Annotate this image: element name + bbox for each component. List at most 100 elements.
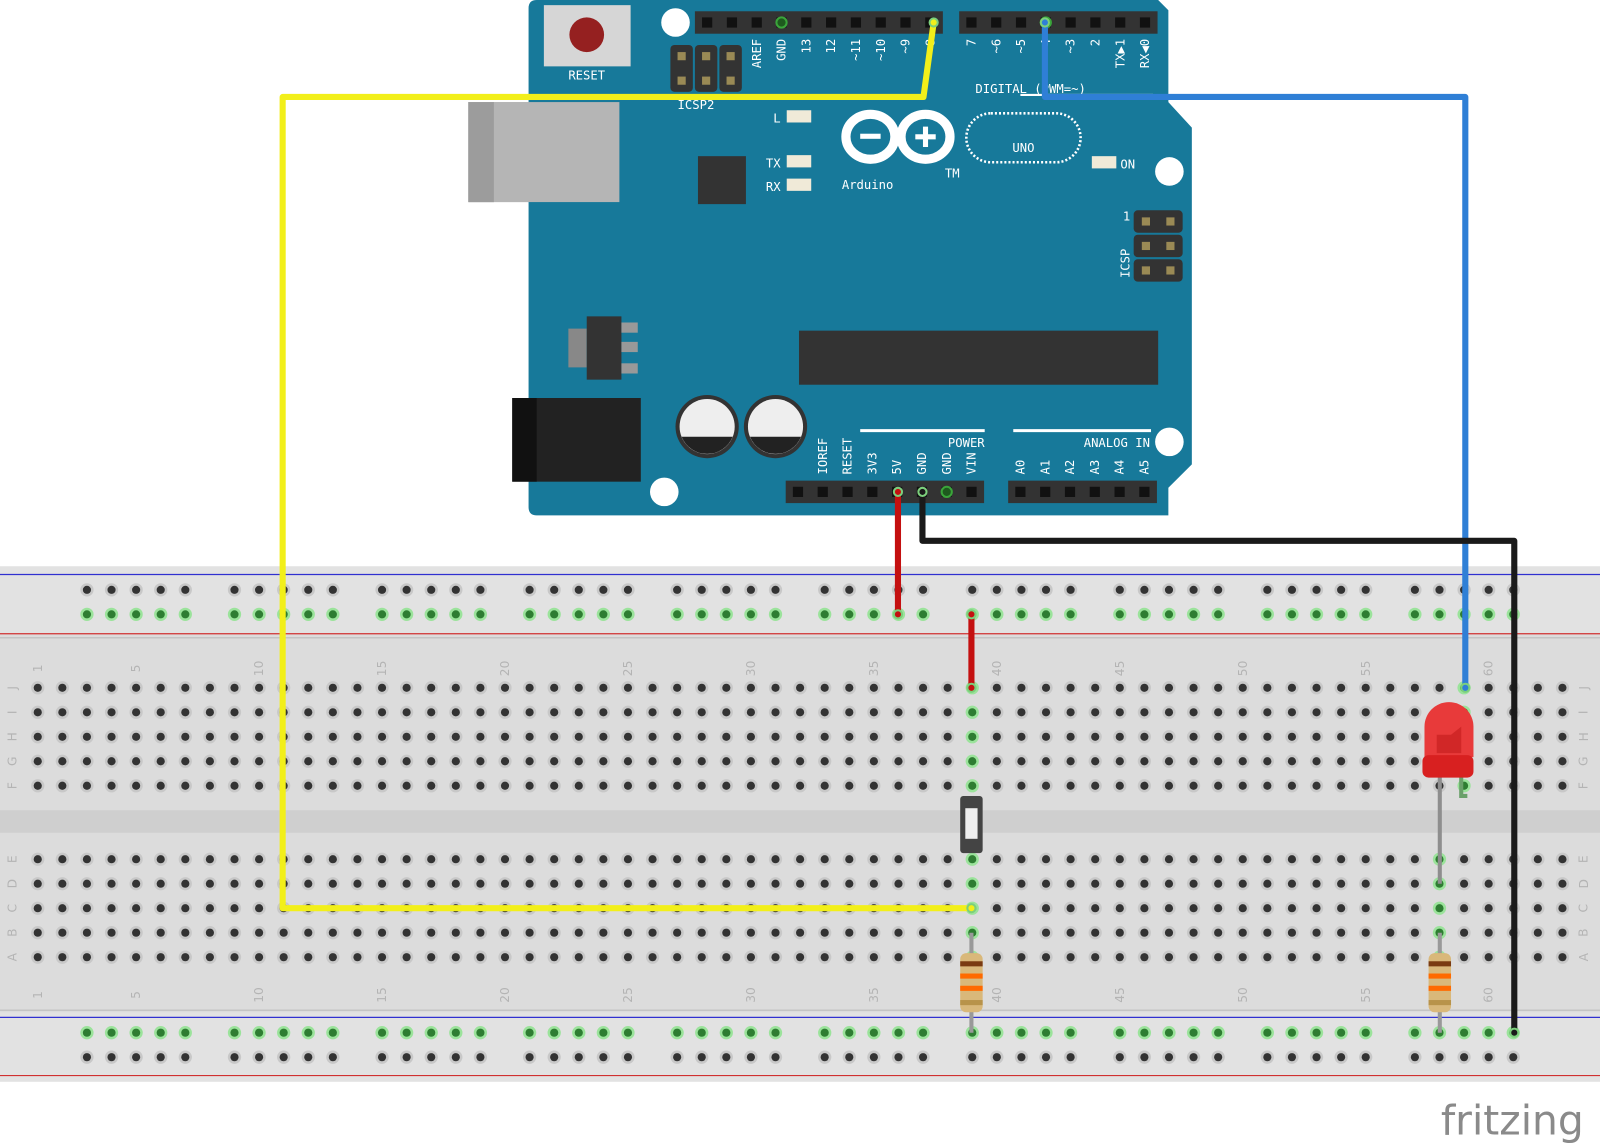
hole[interactable] [771,708,780,717]
hole[interactable] [230,781,239,790]
hole[interactable] [58,708,67,717]
hole[interactable] [845,708,854,717]
hole[interactable] [1140,953,1149,962]
hole[interactable] [377,610,387,619]
hole[interactable] [894,708,903,717]
hole[interactable] [353,879,362,888]
header-pin[interactable] [1090,17,1101,28]
hole[interactable] [1214,904,1223,913]
hole[interactable] [1337,953,1346,962]
hole[interactable] [1214,732,1223,741]
hole[interactable] [1558,928,1567,937]
hole[interactable] [1140,732,1149,741]
hole[interactable] [304,757,313,766]
header-pin[interactable] [1015,17,1027,28]
hole[interactable] [1164,904,1174,913]
reset-button-cap[interactable] [569,17,605,53]
hole[interactable] [500,928,510,937]
hole[interactable] [968,855,977,864]
hole[interactable] [181,781,190,790]
hole[interactable] [476,683,485,692]
yellow-wire-pin8[interactable] [279,22,972,912]
hole[interactable] [402,1053,411,1062]
hole[interactable] [992,855,1001,864]
hole[interactable] [82,879,92,888]
hole[interactable] [230,1053,239,1062]
hole[interactable] [820,953,829,962]
hole[interactable] [353,757,362,766]
header-pin[interactable] [751,17,762,28]
hole[interactable] [132,610,141,619]
hole[interactable] [1017,708,1026,717]
hole[interactable] [894,781,903,790]
hole[interactable] [1214,928,1223,937]
hole[interactable] [550,1028,559,1037]
hole[interactable] [1337,1053,1346,1062]
hole[interactable] [845,1053,854,1062]
hole[interactable] [1238,904,1247,913]
hole[interactable] [107,683,116,692]
hole[interactable] [918,1053,928,1062]
hole[interactable] [599,855,608,864]
hole[interactable] [156,1028,165,1037]
hole[interactable] [796,708,805,717]
hole[interactable] [230,610,239,619]
hole[interactable] [1238,732,1247,741]
hole[interactable] [500,708,510,717]
hole[interactable] [845,732,854,741]
hole[interactable] [230,928,239,937]
hole[interactable] [1238,708,1247,717]
hole[interactable] [820,928,829,937]
hole[interactable] [869,585,878,594]
hole[interactable] [1263,585,1272,594]
hole[interactable] [1287,683,1297,692]
hole[interactable] [771,683,780,692]
hole[interactable] [1263,904,1272,913]
hole[interactable] [845,683,854,692]
hole[interactable] [156,757,165,766]
hole[interactable] [1140,904,1149,913]
hole[interactable] [525,855,534,864]
hole[interactable] [599,585,608,594]
hole[interactable] [1140,683,1149,692]
hole[interactable] [230,855,239,864]
hole[interactable] [845,781,854,790]
hole[interactable] [1484,732,1493,741]
hole[interactable] [697,781,706,790]
hole[interactable] [476,757,485,766]
hole[interactable] [1287,781,1297,790]
hole[interactable] [1214,781,1223,790]
hole[interactable] [205,757,214,766]
header-pin[interactable] [991,17,1002,28]
hole[interactable] [918,953,928,962]
hole[interactable] [1164,1053,1174,1062]
hole[interactable] [328,708,337,717]
hole[interactable] [353,855,362,864]
hole[interactable] [328,855,337,864]
hole[interactable] [623,683,633,692]
hole[interactable] [132,879,141,888]
hole[interactable] [107,708,116,717]
hole[interactable] [230,585,239,594]
hole[interactable] [746,757,755,766]
hole[interactable] [156,708,165,717]
hole[interactable] [1484,585,1493,594]
hole[interactable] [353,732,362,741]
hole[interactable] [1386,879,1395,888]
hole[interactable] [427,708,436,717]
hole[interactable] [697,610,706,619]
hole[interactable] [1312,904,1321,913]
hole[interactable] [1066,732,1075,741]
hole[interactable] [132,585,141,594]
hole[interactable] [1091,879,1100,888]
hole[interactable] [1410,757,1419,766]
hole[interactable] [1140,1053,1149,1062]
wire-end[interactable] [1460,682,1471,693]
hole[interactable] [1386,855,1395,864]
hole[interactable] [230,904,239,913]
hole[interactable] [771,781,780,790]
hole[interactable] [1263,1028,1272,1037]
hole[interactable] [746,879,755,888]
hole[interactable] [1361,757,1370,766]
hole[interactable] [599,781,608,790]
